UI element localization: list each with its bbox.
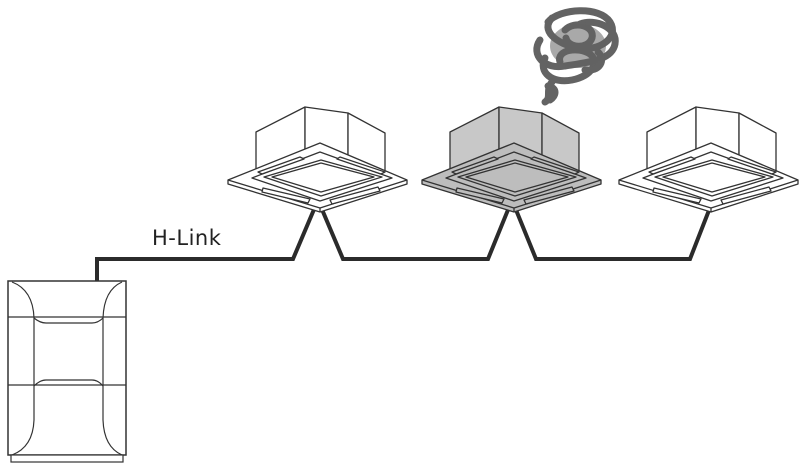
- h-link-label: H-Link: [152, 226, 222, 250]
- indoor-unit-2: [421, 106, 602, 213]
- h-link-wire: [95, 194, 715, 283]
- outdoor-unit: [7, 280, 127, 463]
- indoor-unit-1: [227, 106, 408, 213]
- indoor-unit-3: [618, 106, 799, 213]
- smoke-cloud-icon: [533, 7, 619, 106]
